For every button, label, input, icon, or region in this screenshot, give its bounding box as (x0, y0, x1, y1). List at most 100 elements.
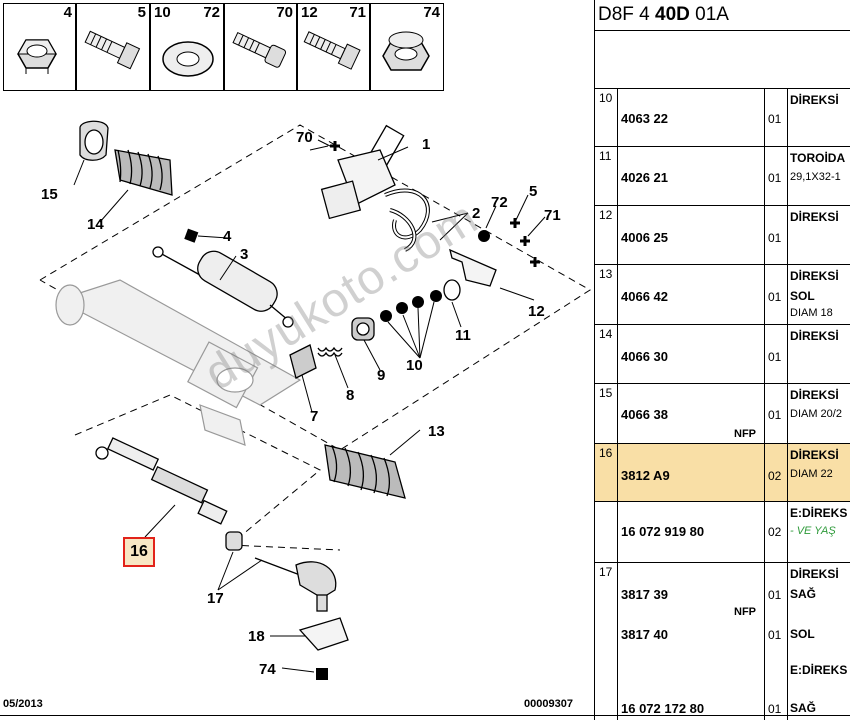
callout-18[interactable]: 18 (248, 628, 265, 645)
row-subtext: DIAM 20/2 (790, 408, 842, 420)
callout-17[interactable]: 17 (207, 590, 224, 607)
bottom-rule (0, 715, 850, 716)
part-row-11[interactable]: 11 4026 21 01 TOROİDA 29,1X32-1 (595, 146, 850, 205)
selected-callout-16[interactable]: 16 (123, 537, 155, 567)
row-quantity: 01 (768, 290, 782, 304)
row-description: DİREKSİ (790, 567, 839, 581)
column-divider (617, 88, 618, 720)
row-reference: 3812 A9 (621, 468, 670, 483)
part-row-10[interactable]: 10 4063 22 01 DİREKSİ (595, 88, 850, 146)
fastener-strip: 4 5 10 72 (0, 0, 594, 94)
panel-header-row (595, 30, 850, 89)
row-side: SAĞ (790, 587, 817, 601)
callout-10[interactable]: 10 (406, 357, 423, 374)
row-reference: 4066 42 (621, 289, 668, 304)
part-row-17-alt[interactable]: 16 072 172 80 01 SAĞ (595, 680, 850, 720)
row-reference: 3817 39 (621, 587, 668, 602)
part-cell-74[interactable]: 74 (370, 3, 444, 91)
part-cell-10-72[interactable]: 10 72 (150, 3, 224, 91)
column-divider (787, 88, 788, 720)
callout-5[interactable]: 5 (529, 183, 538, 200)
steering-rack-drawing (39, 120, 591, 680)
part-row-13[interactable]: 13 4066 42 01 DİREKSİ SOL DIAM 18 (595, 264, 850, 324)
part-cell-12-71[interactable]: 12 71 (297, 3, 370, 91)
row-side-2: SOL (790, 627, 815, 641)
callout-4[interactable]: 4 (223, 228, 232, 245)
part-row-17[interactable]: 17 3817 39 01 DİREKSİ SAĞ NFP 3817 40 01… (595, 562, 850, 680)
washer-icon (162, 41, 214, 77)
part-cell-number: 70 (276, 4, 293, 21)
row-reference: 4063 22 (621, 111, 668, 126)
callout-9[interactable]: 9 (377, 367, 386, 384)
row-reference: 4066 38 (621, 407, 668, 422)
callout-13[interactable]: 13 (428, 423, 445, 440)
part-row-15[interactable]: 15 4066 38 01 DİREKSİ DIAM 20/2 NFP (595, 383, 850, 443)
row-quantity: 01 (768, 408, 782, 422)
callout-8[interactable]: 8 (346, 387, 355, 404)
callout-15[interactable]: 15 (41, 186, 58, 203)
part-row-14[interactable]: 14 4066 30 01 DİREKSİ (595, 324, 850, 383)
row-description: DİREKSİ (790, 93, 839, 107)
part-row-12[interactable]: 12 4006 25 01 DİREKSİ (595, 205, 850, 264)
row-description: TOROİDA (790, 151, 846, 165)
code-bold: 40D (655, 4, 690, 25)
callout-11[interactable]: 11 (455, 327, 471, 344)
row-quantity: 01 (768, 350, 782, 364)
row-index: 11 (599, 149, 612, 163)
row-subtext: DIAM 22 (790, 468, 833, 480)
exploded-parts-diagram: 4 5 10 72 (0, 0, 594, 710)
callout-3[interactable]: 3 (240, 246, 249, 263)
row-description: DİREKSİ (790, 210, 839, 224)
callout-74[interactable]: 74 (259, 661, 276, 678)
part-row-16[interactable]: 16 3812 A9 02 DİREKSİ DIAM 22 (595, 443, 850, 501)
part-cell-number: 71 (349, 4, 366, 21)
row-subtext: DIAM 18 (790, 307, 833, 319)
diagram-code: D8F 4 40D 01A (598, 4, 729, 26)
parts-list-panel: D8F 4 40D 01A 10 4063 22 01 DİREKSİ 11 4… (594, 0, 850, 720)
row-quantity: 01 (768, 702, 782, 716)
callout-71[interactable]: 71 (544, 207, 561, 224)
footer-date: 05/2013 (3, 698, 43, 710)
row-subtext: 29,1X32-1 (790, 171, 841, 183)
code-prefix: D8F 4 (598, 4, 656, 25)
row-description: E:DİREKS (790, 506, 848, 520)
part-cell-number: 72 (203, 4, 220, 21)
row-quantity: 01 (768, 171, 782, 185)
callout-14[interactable]: 14 (87, 216, 104, 233)
row-quantity-2: 01 (768, 628, 782, 642)
row-reference: 16 072 172 80 (621, 701, 705, 716)
part-cell-number: 74 (423, 4, 440, 21)
row-description: DİREKSİ (790, 448, 839, 462)
row-index: 10 (599, 91, 613, 105)
column-divider (764, 88, 765, 720)
row-quantity: 02 (768, 525, 782, 539)
row-description: DİREKSİ (790, 269, 839, 283)
row-reference: 4026 21 (621, 170, 668, 185)
row-reference: 4066 30 (621, 349, 668, 364)
callout-1[interactable]: 1 (422, 136, 431, 153)
row-description: DİREKSİ (790, 329, 839, 343)
row-side: SOL (790, 289, 815, 303)
callout-7[interactable]: 7 (310, 408, 319, 425)
nut-icon (17, 39, 57, 74)
footer-number: 00009307 (524, 698, 573, 710)
screw-icon (232, 31, 287, 68)
row-index: 14 (599, 327, 613, 341)
row-index: 13 (599, 267, 613, 281)
part-cell-5[interactable]: 5 (76, 3, 150, 91)
nfp-badge: NFP (734, 606, 756, 618)
callout-2[interactable]: 2 (472, 205, 481, 222)
locknut-icon (382, 31, 430, 71)
callout-12[interactable]: 12 (528, 303, 545, 320)
row-index: 16 (599, 446, 613, 460)
part-cell-70[interactable]: 70 (224, 3, 297, 91)
bolt-icon (84, 30, 141, 70)
row-quantity: 01 (768, 588, 782, 602)
callout-72[interactable]: 72 (491, 194, 508, 211)
part-cell-4[interactable]: 4 (3, 3, 76, 91)
callout-70[interactable]: 70 (296, 129, 313, 146)
part-row-16-alt[interactable]: 16 072 919 80 02 E:DİREKS - VE YAŞ (595, 501, 850, 562)
row-description: DİREKSİ (790, 388, 839, 402)
part-cell-number: 10 (154, 4, 171, 21)
part-cell-number: 4 (63, 4, 72, 21)
